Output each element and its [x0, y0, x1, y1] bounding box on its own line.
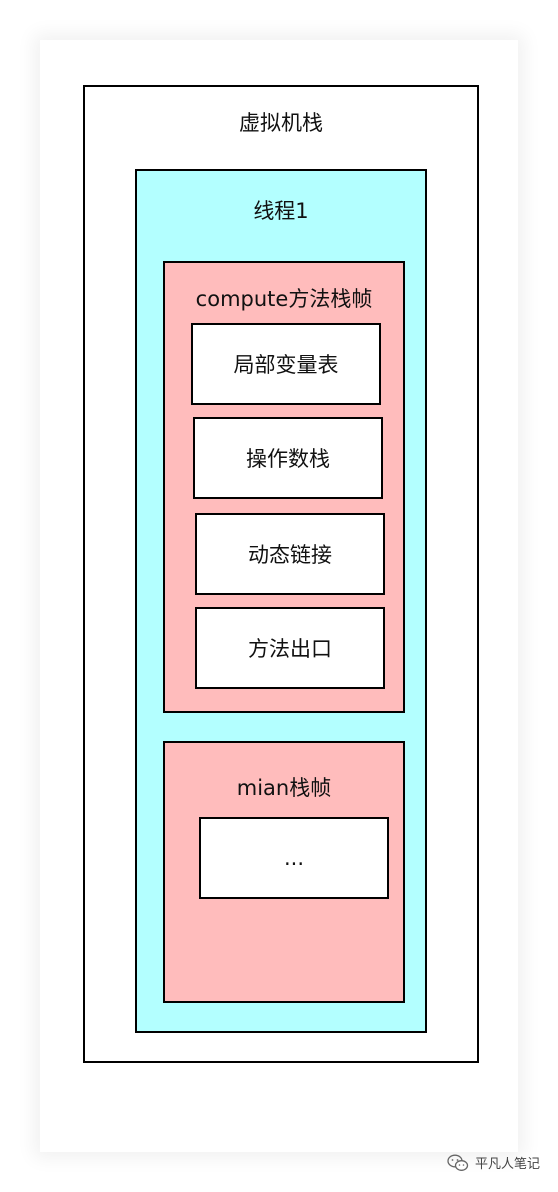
compute-frame-label: compute方法栈帧: [195, 287, 373, 311]
watermark: 平凡人笔记: [447, 1153, 540, 1172]
main-frame-label: mian栈帧: [236, 776, 332, 800]
thread-label: 线程1: [253, 199, 309, 223]
jvm-stack-label: 虚拟机栈: [239, 111, 323, 135]
wechat-icon: [447, 1154, 469, 1172]
dynamic-linking-box: 动态链接: [195, 513, 385, 595]
watermark-text: 平凡人笔记: [474, 1156, 540, 1171]
local-variable-table-label: 局部变量表: [233, 353, 339, 377]
operand-stack-box: 操作数栈: [193, 417, 383, 499]
return-address-label: 方法出口: [248, 637, 332, 661]
main-frame-ellipsis-box: ...: [199, 817, 389, 899]
operand-stack-label: 操作数栈: [246, 447, 330, 471]
main-frame-ellipsis-label: ...: [283, 846, 305, 870]
local-variable-table-box: 局部变量表: [191, 323, 381, 405]
return-address-box: 方法出口: [195, 607, 385, 689]
dynamic-linking-label: 动态链接: [248, 543, 332, 567]
